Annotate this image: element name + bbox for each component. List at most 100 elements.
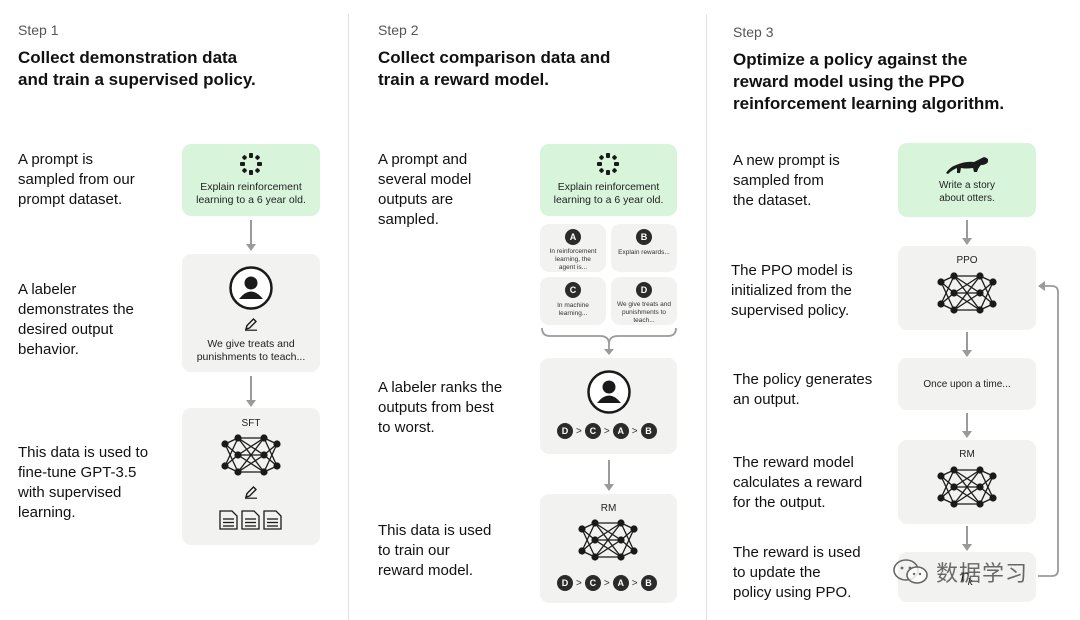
network-edge bbox=[940, 469, 955, 499]
output-letter: B bbox=[636, 229, 652, 245]
network-edge bbox=[620, 522, 635, 552]
prompt-text: Explain reinforcement learning to a 6 ye… bbox=[182, 181, 320, 207]
rank-letter: C bbox=[584, 423, 601, 439]
rank-separator: > bbox=[603, 425, 610, 437]
network-edge bbox=[940, 281, 955, 311]
desc-line: A prompt is bbox=[18, 151, 94, 168]
desc-line: The PPO model is bbox=[731, 262, 853, 279]
step2-label: Step 2 bbox=[378, 22, 419, 38]
output-text: We give treats and punishments to teach.… bbox=[611, 301, 677, 325]
prompt-cycle-icon bbox=[240, 153, 262, 175]
desc-line: reward model. bbox=[378, 562, 474, 579]
network-edge bbox=[953, 469, 981, 488]
step3-desc-update: The reward is used to update the policy … bbox=[733, 543, 861, 603]
network-node bbox=[950, 289, 958, 297]
prompt-line: learning to a 6 year old. bbox=[196, 194, 306, 206]
network-node bbox=[260, 434, 268, 442]
output-text: In reinforcement learning, the agent is.… bbox=[540, 248, 606, 272]
output-line: Explain rewards... bbox=[618, 249, 670, 256]
network-node bbox=[260, 468, 268, 476]
prompt-line: Explain reinforcement bbox=[200, 181, 302, 193]
step2-desc-prompt: A prompt and several model outputs are s… bbox=[378, 150, 471, 230]
step3-desc-generate: The policy generates an output. bbox=[733, 370, 872, 410]
step1-desc-finetune: This data is used to fine-tune GPT-3.5 w… bbox=[18, 443, 148, 523]
desc-line: A labeler bbox=[18, 281, 77, 298]
network-node bbox=[630, 525, 638, 533]
network-edge bbox=[224, 437, 239, 467]
network-edge bbox=[953, 469, 981, 505]
step3-title-line: Optimize a policy against the bbox=[733, 50, 968, 69]
rank-letter: D bbox=[557, 575, 573, 591]
prompt-line: about otters. bbox=[939, 193, 995, 204]
network-node bbox=[937, 300, 945, 308]
output-line: In reinforcement bbox=[549, 248, 597, 255]
network-node bbox=[937, 472, 945, 480]
network-edge bbox=[979, 275, 994, 305]
labeler-person-icon bbox=[587, 370, 631, 414]
desc-line: This data is used bbox=[378, 522, 492, 539]
desc-line: The reward model bbox=[733, 454, 854, 471]
output-line: In machine bbox=[557, 302, 589, 309]
network-edge bbox=[953, 275, 981, 294]
network-node bbox=[273, 440, 281, 448]
prompt-text: Explain reinforcement learning to a 6 ye… bbox=[540, 181, 677, 207]
output-letter: C bbox=[565, 282, 581, 298]
network-node bbox=[937, 494, 945, 502]
reward-r: r bbox=[960, 566, 968, 585]
network-node bbox=[950, 483, 958, 491]
step2-rank-box: D > C > A > B bbox=[540, 358, 677, 454]
network-node bbox=[976, 306, 984, 314]
output-card-c: C In machine learning... bbox=[540, 277, 606, 325]
network-edge bbox=[940, 475, 955, 505]
step1-labeler-box: We give treats and punishments to teach.… bbox=[182, 254, 320, 372]
arrow-down-icon bbox=[962, 332, 972, 357]
network-node bbox=[989, 278, 997, 286]
desc-line: This data is used to bbox=[18, 444, 149, 461]
step3-ppo-box: PPO bbox=[898, 246, 1036, 330]
step1-title-line: and train a supervised policy. bbox=[18, 70, 256, 89]
network-edge bbox=[953, 486, 981, 505]
network-edge bbox=[581, 522, 596, 552]
rank-separator: > bbox=[631, 425, 638, 437]
network-node bbox=[617, 519, 625, 527]
network-node bbox=[234, 434, 242, 442]
step1-label: Step 1 bbox=[18, 22, 59, 38]
network-edge bbox=[237, 437, 265, 456]
network-edge bbox=[594, 522, 622, 558]
network-edge bbox=[263, 443, 278, 473]
step2-title-line: Collect comparison data and bbox=[378, 48, 611, 67]
step3-desc-reward: The reward model calculates a reward for… bbox=[733, 453, 862, 513]
network-node bbox=[591, 553, 599, 561]
prompt-text: Write a story about otters. bbox=[898, 179, 1036, 205]
rank-letter: B bbox=[640, 575, 657, 591]
step1-prompt-box: Explain reinforcement learning to a 6 ye… bbox=[182, 144, 320, 216]
network-node bbox=[578, 547, 586, 555]
reward-k: k bbox=[967, 578, 974, 589]
desc-line: an output. bbox=[733, 391, 800, 408]
rank-letter: B bbox=[640, 423, 657, 439]
network-edge bbox=[940, 275, 955, 305]
output-letter: D bbox=[636, 282, 652, 298]
network-edge bbox=[594, 539, 622, 558]
wechat-icon bbox=[893, 559, 928, 584]
network-node bbox=[976, 289, 984, 297]
rm-label: RM bbox=[959, 449, 975, 460]
step2-title-line: train a reward model. bbox=[378, 70, 549, 89]
prompt-line: learning to a 6 year old. bbox=[553, 194, 664, 206]
network-node bbox=[221, 462, 229, 470]
output-letter: A bbox=[565, 229, 581, 245]
feedback-loop-arrow-icon bbox=[1038, 281, 1059, 577]
bracket-arrow-icon bbox=[541, 327, 677, 355]
network-edge bbox=[953, 292, 981, 311]
ranking-row: D > C > A > B bbox=[557, 575, 657, 591]
neural-network-icon bbox=[578, 519, 638, 561]
output-line: teach... bbox=[633, 317, 655, 324]
desc-line: to train our bbox=[378, 542, 450, 559]
step1-title-line: Collect demonstration data bbox=[18, 48, 238, 67]
desc-line: to update the bbox=[733, 564, 821, 581]
desc-line: A labeler ranks the bbox=[378, 379, 503, 396]
arrow-down-icon bbox=[604, 460, 614, 491]
step3-title-line: reward model using the PPO bbox=[733, 72, 965, 91]
column-divider bbox=[706, 14, 707, 620]
step2-desc-rank: A labeler ranks the outputs from best to… bbox=[378, 378, 502, 438]
